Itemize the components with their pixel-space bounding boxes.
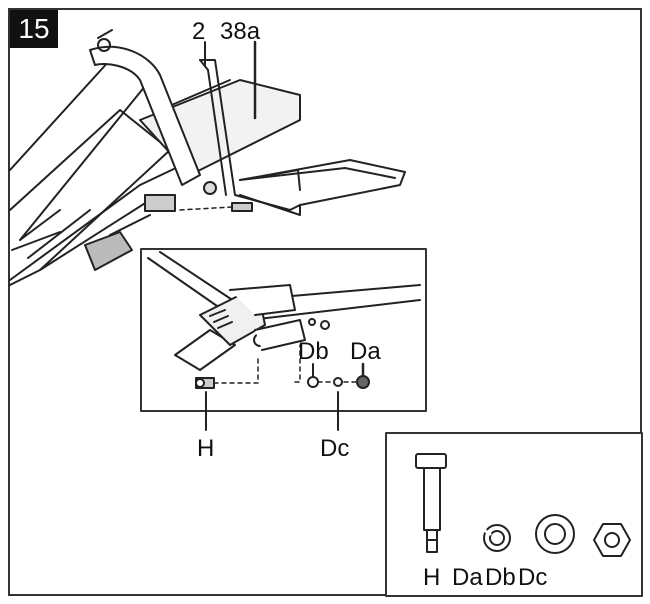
hardware-nut-dc <box>593 523 631 557</box>
callout-label-part-38a: 38a <box>220 18 261 45</box>
callout-label-dc: Dc <box>320 435 350 462</box>
callout-label-part-2: 2 <box>192 18 206 45</box>
hardware-washer-da <box>482 524 511 552</box>
hardware-bolt-h <box>415 453 447 553</box>
callout-label-da: Da <box>350 338 381 365</box>
legend-label-db: Db <box>485 564 516 591</box>
legend-label-dc: Dc <box>518 564 548 591</box>
frame-part-38a <box>199 59 406 216</box>
callout-label-db: Db <box>298 338 329 365</box>
hardware-washer-db <box>535 514 575 554</box>
pivot-hardware <box>144 181 253 212</box>
callout-label-h: H <box>197 435 215 462</box>
legend-label-da: Da <box>452 564 483 591</box>
upright-arm <box>89 29 201 186</box>
detail-inset-drawing <box>147 251 421 431</box>
legend-label-h: H <box>423 564 441 591</box>
step-number-badge: 15 <box>10 10 58 48</box>
lower-bracket <box>84 214 151 271</box>
